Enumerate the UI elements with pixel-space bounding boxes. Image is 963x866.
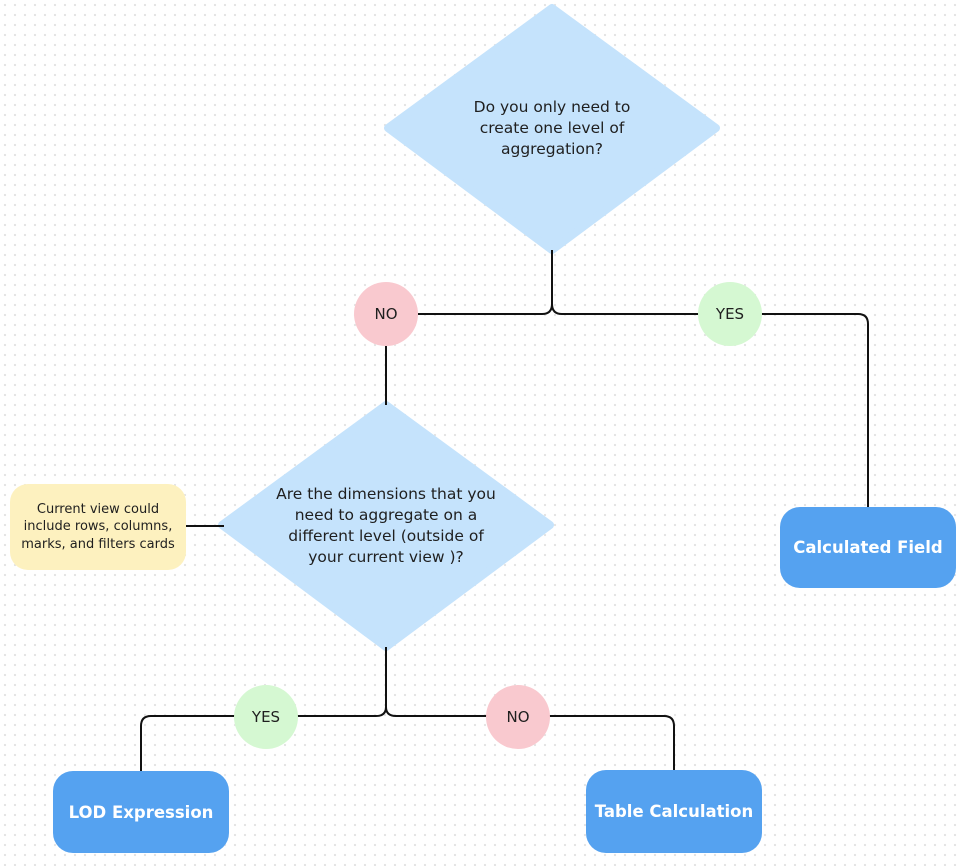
q1-no-badge: NO <box>354 282 418 346</box>
decision-1-text: Do you only need to create one level of … <box>473 98 631 158</box>
q2-no-badge: NO <box>486 685 550 749</box>
connector-q1-stem <box>418 250 553 315</box>
result-calculated-field: Calculated Field <box>780 507 956 588</box>
result-table-calculation: Table Calculation <box>586 770 762 853</box>
q2-yes-badge: YES <box>234 685 298 749</box>
connector-q1-yes-branch <box>551 303 869 507</box>
current-view-note: Current view could include rows, columns… <box>10 484 186 570</box>
result-lod-expression: LOD Expression <box>53 771 229 853</box>
decision-2-text: Are the dimensions that you need to aggr… <box>276 485 496 566</box>
connector-q2-no-branch <box>385 706 675 770</box>
q1-yes-badge: YES <box>698 282 762 346</box>
